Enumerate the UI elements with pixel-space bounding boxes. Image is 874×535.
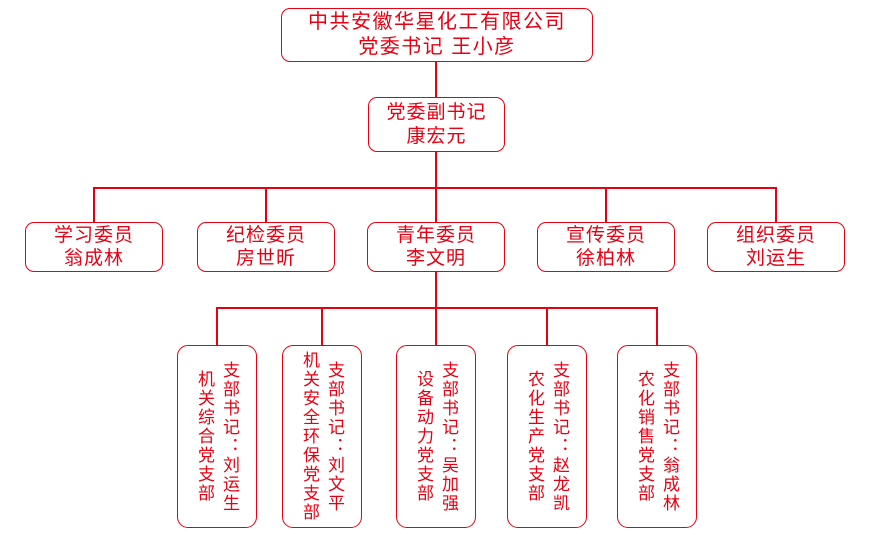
connector-drop-committee-2 (265, 187, 267, 222)
deputy-title: 党委副书记 (386, 101, 487, 123)
committee-title: 青年委员 (395, 225, 476, 246)
connector-drop-committee-1 (93, 187, 95, 222)
committee-name: 李文明 (405, 248, 466, 269)
committee-title: 纪检委员 (225, 225, 306, 246)
branch-box-safety-env: 机关安全环保党支部 支部书记：刘文平 (282, 345, 362, 528)
branch-dept: 农化生产党支部 (525, 370, 544, 503)
committee-box-study: 学习委员 翁成林 (25, 222, 163, 272)
company-name: 中共安徽华星化工有限公司 (308, 11, 566, 33)
connector-drop-committee-4 (605, 187, 607, 222)
branch-box-equipment-power: 设备动力党支部 支部书记：吴加强 (396, 345, 476, 528)
committee-name: 房世昕 (235, 248, 296, 269)
branch-box-agrochem-sales: 农化销售党支部 支部书记：翁成林 (617, 345, 697, 528)
committee-box-organization: 组织委员 刘运生 (707, 222, 845, 272)
connector-drop-branch-2 (321, 307, 323, 345)
root-box: 中共安徽华星化工有限公司 党委书记 王小彦 (281, 8, 593, 62)
branch-box-office-general: 机关综合党支部 支部书记：刘运生 (177, 345, 257, 528)
branch-dept: 农化销售党支部 (635, 370, 654, 503)
connector-drop-committee-3 (435, 187, 437, 222)
connector-branch-bus (216, 307, 658, 309)
committee-title: 组织委员 (735, 225, 816, 246)
committee-name: 徐柏林 (575, 248, 636, 269)
connector-drop-committee-5 (775, 187, 777, 222)
branch-secretary: 支部书记：吴加强 (439, 360, 458, 513)
branch-secretary: 支部书记：赵龙凯 (550, 360, 569, 513)
branch-secretary: 支部书记：刘文平 (325, 360, 344, 513)
committee-box-discipline: 纪检委员 房世昕 (197, 222, 335, 272)
connector-root-deputy (435, 62, 437, 97)
deputy-box: 党委副书记 康宏元 (368, 97, 505, 152)
branch-dept: 机关综合党支部 (195, 370, 214, 503)
branch-secretary: 支部书记：翁成林 (660, 360, 679, 513)
branch-secretary: 支部书记：刘运生 (220, 360, 239, 513)
deputy-name: 康宏元 (406, 125, 467, 147)
branch-dept: 机关安全环保党支部 (300, 351, 319, 522)
committee-name: 刘运生 (745, 248, 806, 269)
committee-title: 宣传委员 (565, 225, 646, 246)
connector-drop-branch-4 (546, 307, 548, 345)
connector-youth-stub (435, 272, 437, 307)
connector-drop-branch-3 (435, 307, 437, 345)
committee-name: 翁成林 (63, 248, 124, 269)
branch-box-agrochem-production: 农化生产党支部 支部书记：赵龙凯 (507, 345, 587, 528)
root-title-name: 党委书记 王小彦 (358, 36, 516, 58)
connector-drop-branch-5 (656, 307, 658, 345)
committee-box-youth: 青年委员 李文明 (367, 222, 505, 272)
committee-box-publicity: 宣传委员 徐柏林 (537, 222, 675, 272)
connector-drop-branch-1 (216, 307, 218, 345)
branch-dept: 设备动力党支部 (414, 370, 433, 503)
connector-deputy-stub (435, 152, 437, 187)
committee-title: 学习委员 (53, 225, 134, 246)
